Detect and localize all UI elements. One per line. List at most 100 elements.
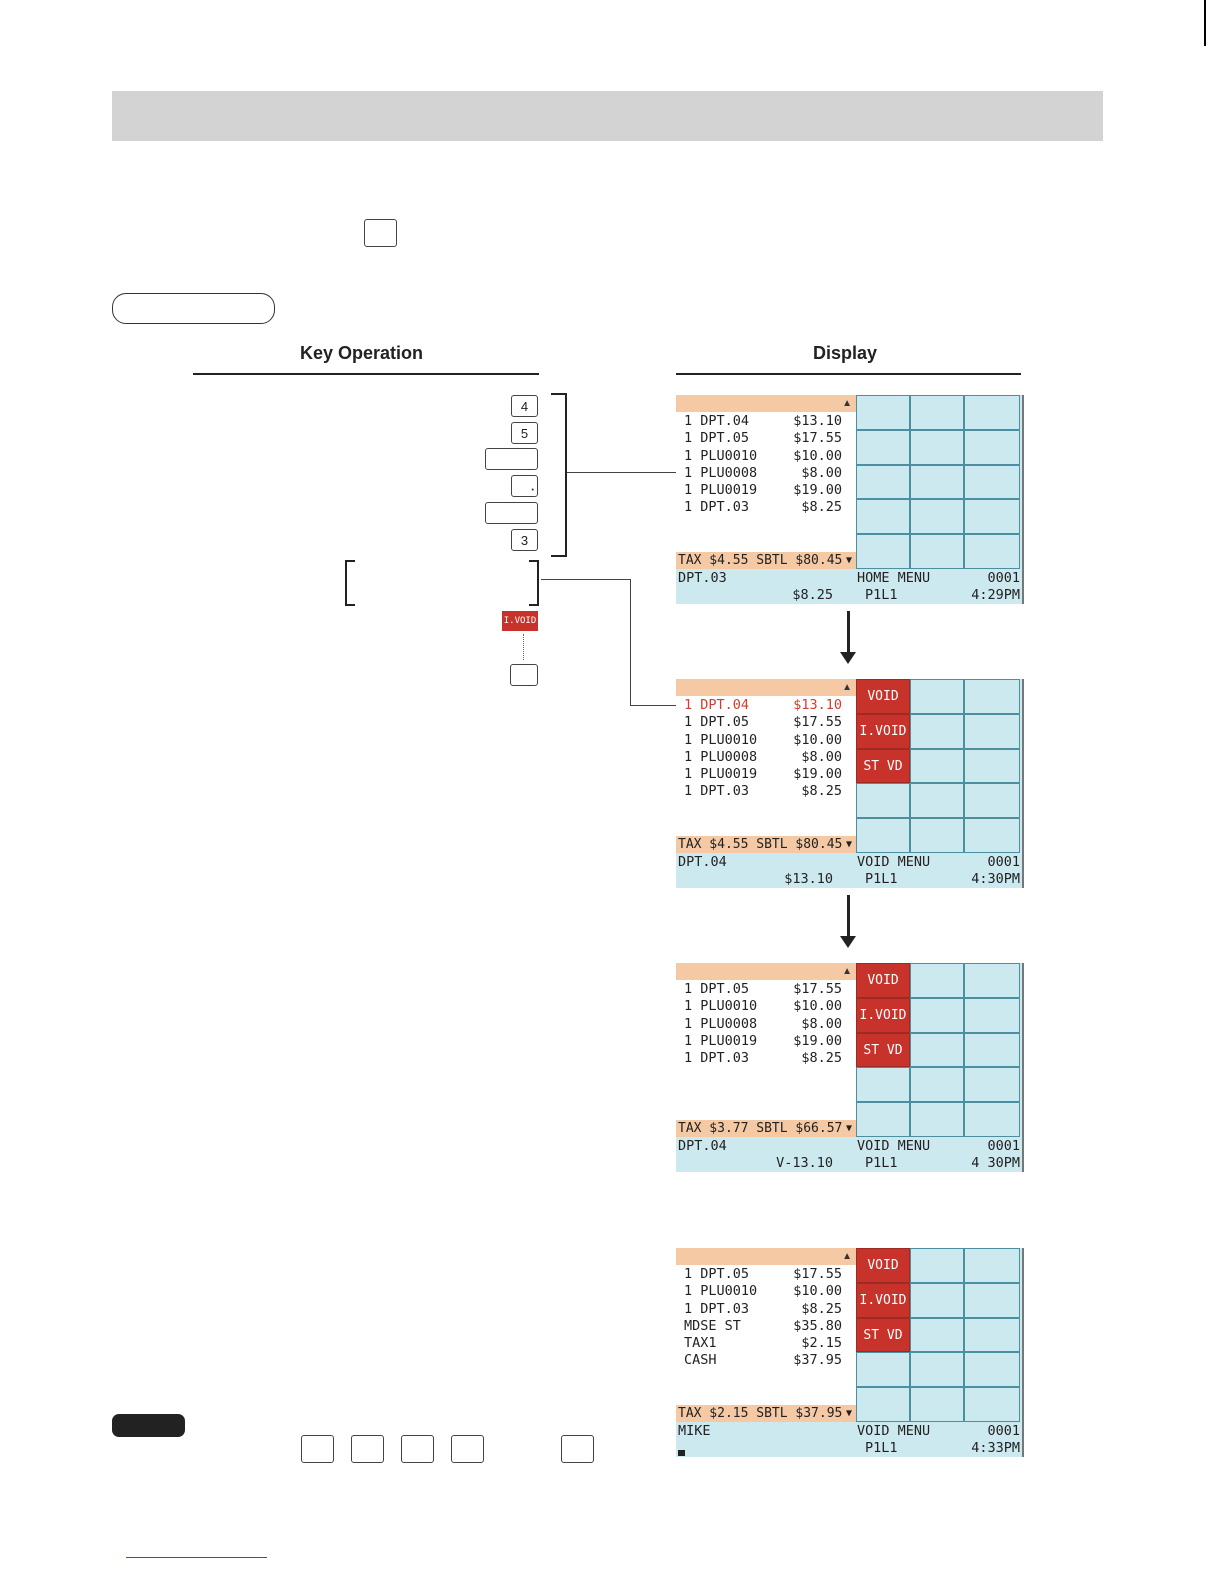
function-button[interactable] bbox=[964, 429, 1020, 465]
function-button[interactable] bbox=[856, 1387, 910, 1422]
function-button[interactable] bbox=[856, 534, 910, 569]
receipt-row[interactable]: 1 PLU0008$8.00 bbox=[676, 465, 856, 482]
scroll-up-icon[interactable]: ▲ bbox=[842, 966, 852, 977]
function-button[interactable] bbox=[964, 713, 1020, 749]
receipt-row[interactable]: 1 PLU0010$10.00 bbox=[676, 448, 856, 465]
receipt-row[interactable]: TAX1$2.15 bbox=[676, 1335, 856, 1352]
function-button[interactable] bbox=[964, 1317, 1020, 1353]
scroll-down-icon[interactable]: ▼ bbox=[845, 839, 852, 850]
function-button[interactable] bbox=[910, 1282, 964, 1318]
receipt-row[interactable]: 1 PLU0008$8.00 bbox=[676, 749, 856, 766]
function-button-ivoid[interactable]: I.VOID bbox=[856, 1282, 910, 1318]
function-button[interactable] bbox=[964, 1387, 1020, 1422]
function-button-stvd[interactable]: ST VD bbox=[856, 748, 910, 784]
function-button[interactable] bbox=[964, 464, 1020, 500]
receipt-row[interactable]: 1 PLU0010$10.00 bbox=[676, 1283, 856, 1300]
row-desc: CASH bbox=[684, 1352, 717, 1369]
function-button[interactable] bbox=[910, 1102, 964, 1137]
receipt-row[interactable]: 1 DPT.03$8.25 bbox=[676, 1050, 856, 1067]
function-button[interactable] bbox=[910, 1032, 964, 1068]
function-button[interactable] bbox=[964, 1282, 1020, 1318]
function-button[interactable] bbox=[856, 1067, 910, 1103]
function-button[interactable] bbox=[856, 1102, 910, 1137]
function-button[interactable] bbox=[910, 679, 964, 714]
function-button-stvd[interactable]: ST VD bbox=[856, 1317, 910, 1353]
function-button-void[interactable]: VOID bbox=[856, 1248, 910, 1283]
receipt-row[interactable]: 1 PLU0010$10.00 bbox=[676, 732, 856, 749]
receipt-row[interactable]: 1 DPT.04$13.10 bbox=[676, 413, 856, 430]
receipt-row[interactable]: 1 DPT.03$8.25 bbox=[676, 783, 856, 800]
function-button[interactable] bbox=[910, 499, 964, 535]
function-button[interactable] bbox=[964, 1248, 1020, 1283]
scroll-down-icon[interactable]: ▼ bbox=[845, 1123, 852, 1134]
function-button[interactable] bbox=[964, 818, 1020, 853]
function-button[interactable] bbox=[856, 783, 910, 819]
receipt-row[interactable]: 1 DPT.05$17.55 bbox=[676, 430, 856, 447]
function-button[interactable] bbox=[964, 1067, 1020, 1103]
key-5[interactable]: 5 bbox=[511, 422, 538, 444]
function-button[interactable] bbox=[910, 818, 964, 853]
plu-key[interactable] bbox=[485, 448, 538, 470]
key-4[interactable]: 4 bbox=[511, 395, 538, 417]
scroll-up-icon[interactable]: ▲ bbox=[842, 398, 852, 409]
function-button[interactable] bbox=[910, 1248, 964, 1283]
function-button[interactable] bbox=[856, 464, 910, 500]
receipt-row[interactable]: 1 PLU0008$8.00 bbox=[676, 1016, 856, 1033]
function-button[interactable] bbox=[910, 1387, 964, 1422]
function-button[interactable] bbox=[856, 1352, 910, 1388]
function-button[interactable] bbox=[910, 997, 964, 1033]
receipt-row[interactable]: 1 DPT.03$8.25 bbox=[676, 499, 856, 516]
receipt-row[interactable]: MDSE ST$35.80 bbox=[676, 1318, 856, 1335]
function-button[interactable] bbox=[856, 429, 910, 465]
function-button[interactable] bbox=[910, 534, 964, 569]
function-button[interactable] bbox=[910, 395, 964, 430]
scroll-up-icon[interactable]: ▲ bbox=[842, 682, 852, 693]
scroll-down-icon[interactable]: ▼ bbox=[845, 555, 852, 566]
function-button-stvd[interactable]: ST VD bbox=[856, 1032, 910, 1068]
function-button[interactable] bbox=[964, 963, 1020, 998]
ivoid-key[interactable]: I.VOID bbox=[502, 611, 538, 631]
function-button[interactable] bbox=[910, 748, 964, 784]
receipt-row[interactable]: 1 PLU0019$19.00 bbox=[676, 766, 856, 783]
dot-key[interactable]: • bbox=[511, 475, 538, 497]
function-button[interactable] bbox=[910, 783, 964, 819]
function-button-void[interactable]: VOID bbox=[856, 679, 910, 714]
receipt-row[interactable]: 1 PLU0019$19.00 bbox=[676, 1033, 856, 1050]
function-button[interactable] bbox=[964, 748, 1020, 784]
scroll-up-icon[interactable]: ▲ bbox=[842, 1251, 852, 1262]
function-button[interactable] bbox=[964, 783, 1020, 819]
plu-key-2[interactable] bbox=[485, 502, 538, 524]
function-button[interactable] bbox=[856, 818, 910, 853]
function-button[interactable] bbox=[856, 395, 910, 430]
function-button[interactable] bbox=[910, 963, 964, 998]
function-button[interactable] bbox=[856, 499, 910, 535]
function-button[interactable] bbox=[910, 464, 964, 500]
receipt-row[interactable]: 1 PLU0010$10.00 bbox=[676, 998, 856, 1015]
function-button-ivoid[interactable]: I.VOID bbox=[856, 713, 910, 749]
function-button[interactable] bbox=[910, 1317, 964, 1353]
receipt-row[interactable]: 1 DPT.05$17.55 bbox=[676, 714, 856, 731]
key-3[interactable]: 3 bbox=[511, 529, 538, 551]
function-button[interactable] bbox=[964, 395, 1020, 430]
function-button[interactable] bbox=[964, 1032, 1020, 1068]
function-button-void[interactable]: VOID bbox=[856, 963, 910, 998]
function-button[interactable] bbox=[910, 429, 964, 465]
receipt-row[interactable]: 1 DPT.04$13.10 bbox=[676, 697, 856, 714]
function-button[interactable] bbox=[964, 1102, 1020, 1137]
blank-key[interactable] bbox=[510, 664, 538, 686]
function-button[interactable] bbox=[964, 997, 1020, 1033]
receipt-row[interactable]: CASH$37.95 bbox=[676, 1352, 856, 1369]
function-button[interactable] bbox=[964, 1352, 1020, 1388]
function-button[interactable] bbox=[964, 679, 1020, 714]
receipt-row[interactable]: 1 DPT.05$17.55 bbox=[676, 1266, 856, 1283]
function-button-ivoid[interactable]: I.VOID bbox=[856, 997, 910, 1033]
function-button[interactable] bbox=[964, 534, 1020, 569]
receipt-row[interactable]: 1 DPT.03$8.25 bbox=[676, 1301, 856, 1318]
receipt-row[interactable]: 1 PLU0019$19.00 bbox=[676, 482, 856, 499]
function-button[interactable] bbox=[910, 1352, 964, 1388]
function-button[interactable] bbox=[910, 713, 964, 749]
function-button[interactable] bbox=[910, 1067, 964, 1103]
scroll-down-icon[interactable]: ▼ bbox=[845, 1408, 852, 1419]
receipt-row[interactable]: 1 DPT.05$17.55 bbox=[676, 981, 856, 998]
function-button[interactable] bbox=[964, 499, 1020, 535]
